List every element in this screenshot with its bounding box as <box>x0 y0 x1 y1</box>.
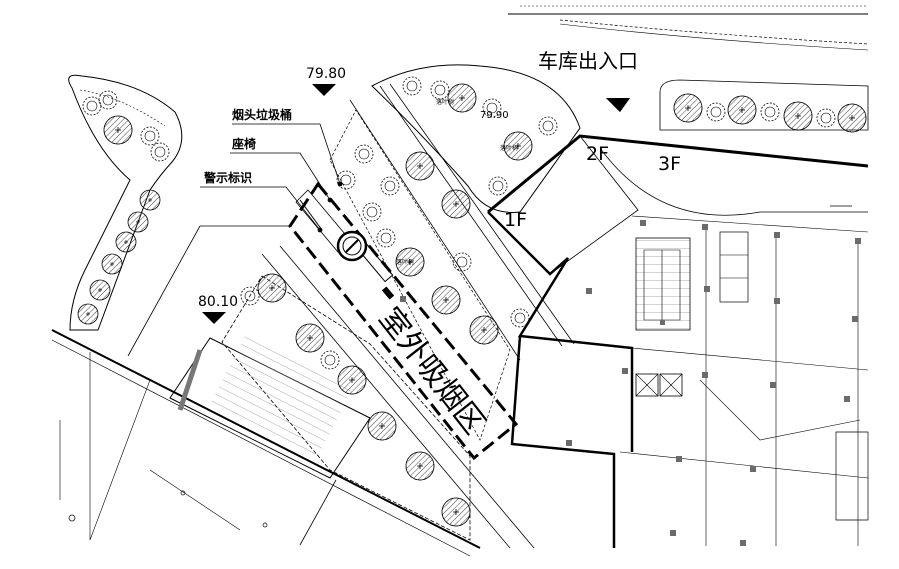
tree-label-1: 落叶树 <box>436 98 454 106</box>
warning-sign-label: 警示标识 <box>203 170 252 185</box>
floor-2f-label: 2F <box>586 143 609 165</box>
tree-label-3: 落叶树 <box>396 258 414 266</box>
left-curved-planter <box>68 74 183 331</box>
structural-columns <box>400 220 861 546</box>
garage-entrance-marker <box>606 98 630 112</box>
promenade-lines <box>261 83 575 549</box>
elevation-top-label: 79.80 <box>306 66 346 82</box>
floor-3f-label: 3F <box>658 153 681 175</box>
garage-entrance-label: 车库出入口 <box>538 49 638 73</box>
planting-strip-lower <box>221 273 471 541</box>
warning-sign-icon <box>336 230 368 262</box>
elevation-marker-left: 80.10 <box>198 294 238 324</box>
building-interior-grid <box>619 215 869 546</box>
lower-left-building <box>68 332 371 546</box>
elevation-left-label: 80.10 <box>198 294 238 310</box>
tree-label-2: 落叶树 <box>500 144 518 152</box>
elevation-marker-top: 79.80 <box>306 66 346 96</box>
building-outline <box>487 134 869 548</box>
central-planting-island: 落叶树 落叶树 落叶树 79.90 <box>329 64 581 441</box>
floor-1f-label: 1F <box>504 209 527 231</box>
faint-elevation-label: 79.90 <box>480 110 509 121</box>
top-right-tree-row <box>659 79 869 133</box>
bench-label: 座椅 <box>231 136 256 151</box>
callout-leaders <box>200 123 343 233</box>
cigarette-bin-label: 烟头垃圾桶 <box>232 107 292 122</box>
north-hedge-band <box>508 5 869 51</box>
site-road-lines <box>51 225 481 557</box>
